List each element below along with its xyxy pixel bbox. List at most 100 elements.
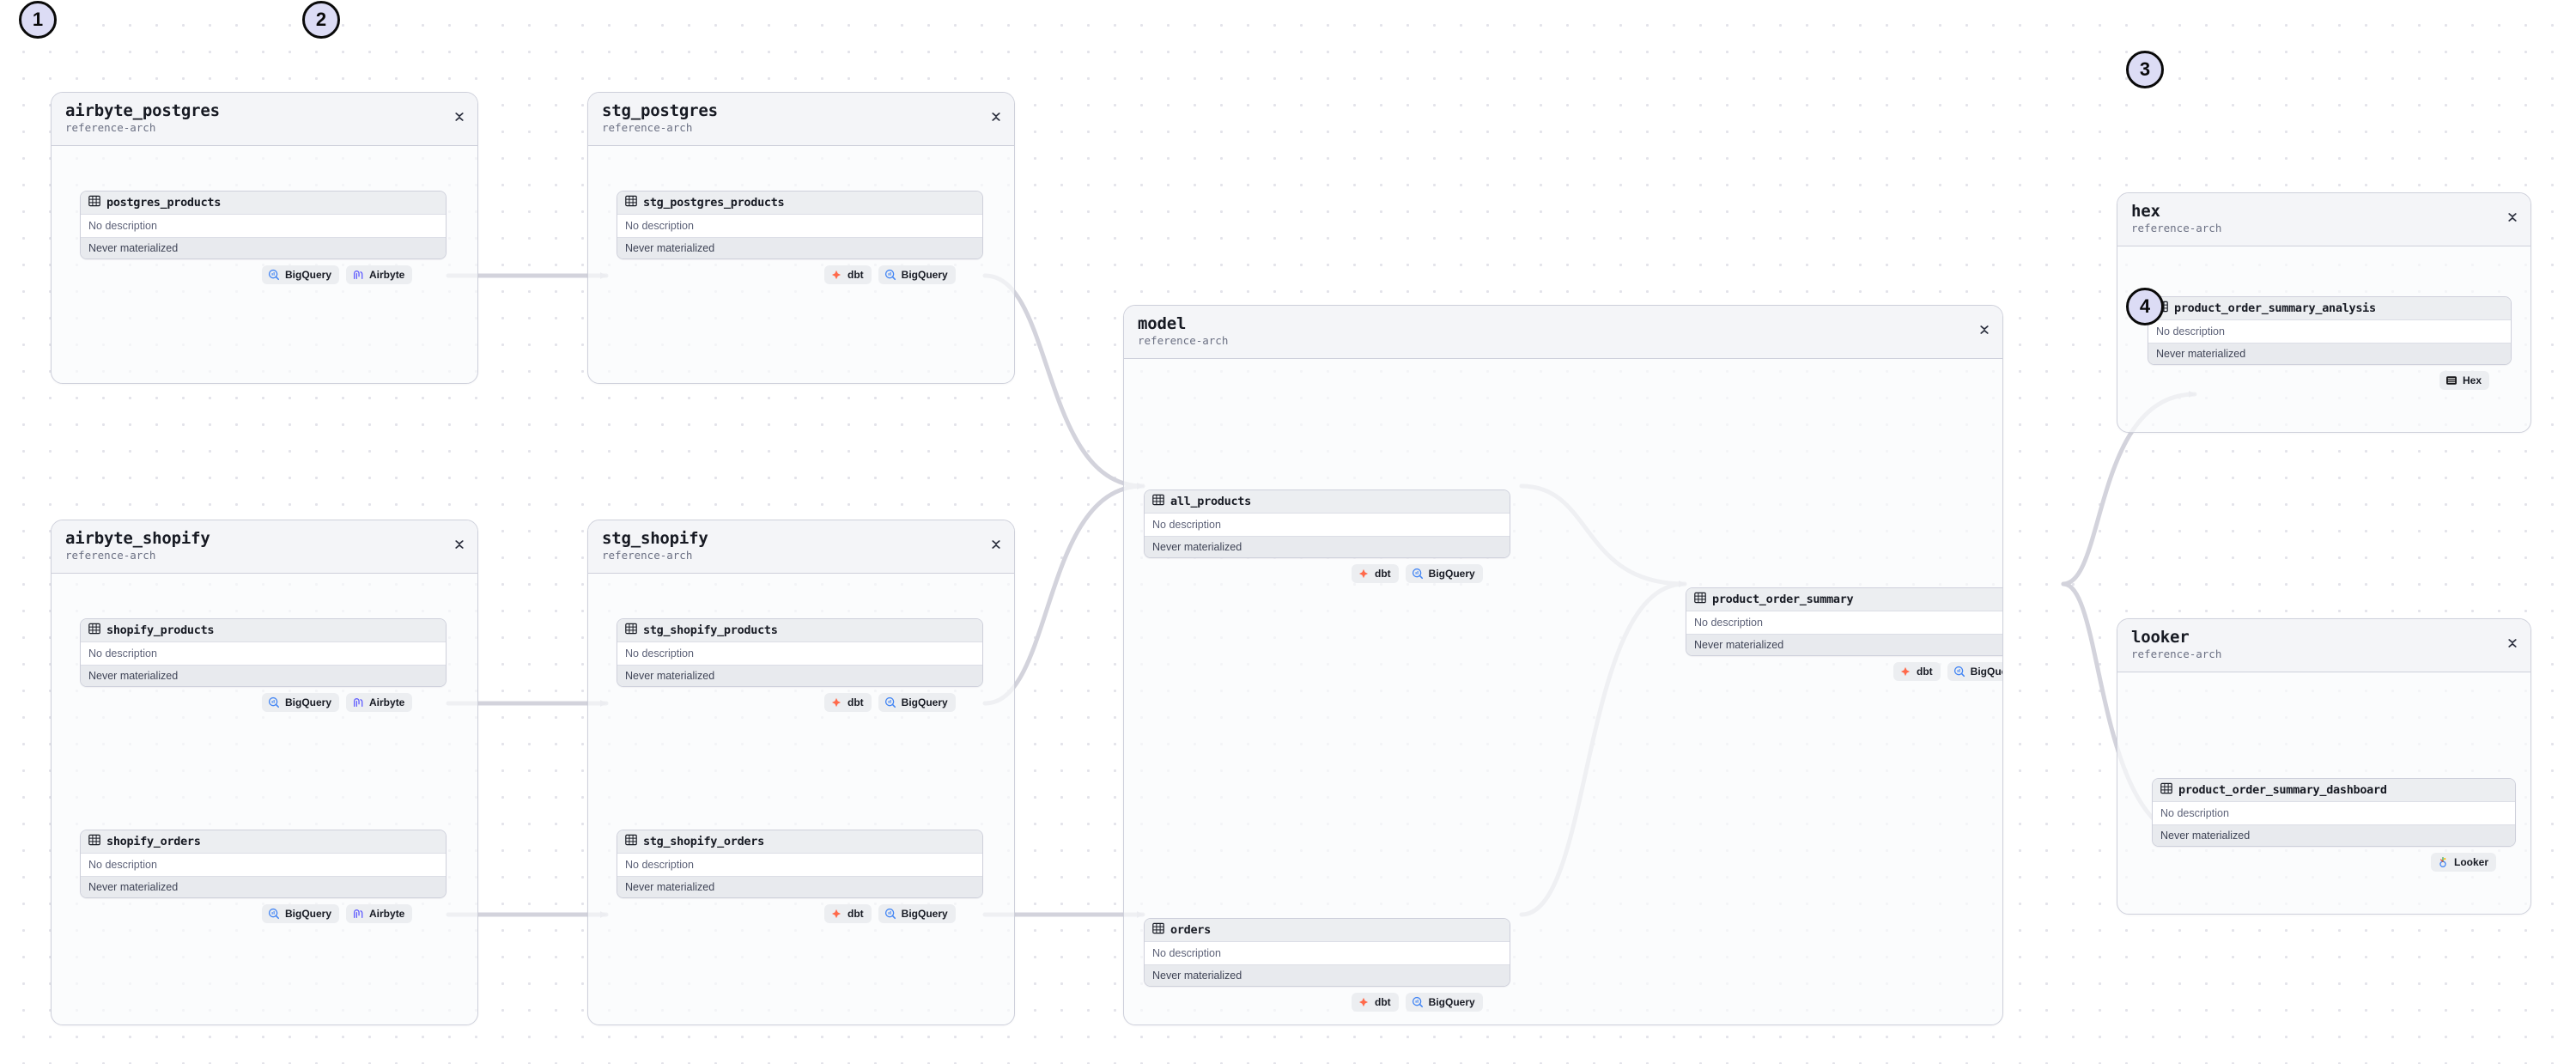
collapse-chevrons-icon[interactable] [990, 110, 1002, 124]
tag-label: BigQuery [901, 908, 948, 920]
tag-label: dbt [848, 908, 864, 920]
bigquery-icon [884, 908, 896, 920]
node-title-bar: shopify_orders [81, 830, 446, 854]
dbt-icon [830, 696, 842, 708]
asset-node-all-products[interactable]: all_products No description Never materi… [1144, 489, 1510, 558]
group-airbyte-shopify[interactable]: airbyte_shopify reference-arch shopify_p… [51, 520, 478, 1025]
node-name: product_order_summary_dashboard [2178, 783, 2387, 797]
node-description: No description [81, 642, 446, 665]
asset-node-product-order-summary-analysis[interactable]: product_order_summary_analysis No descri… [2148, 296, 2512, 365]
tag-hex[interactable]: Hex [2439, 371, 2490, 390]
table-grid-icon [2160, 782, 2172, 799]
group-looker[interactable]: looker reference-arch product_order_summ… [2117, 618, 2531, 915]
tag-airbyte[interactable]: Airbyte [346, 693, 413, 712]
tag-dbt[interactable]: dbt [1352, 993, 1399, 1012]
tag-bigquery[interactable]: BigQuery [262, 265, 340, 284]
node-materialization: Never materialized [81, 876, 446, 897]
tag-label: BigQuery [1428, 568, 1475, 580]
group-title: looker [2131, 628, 2190, 647]
asset-node-postgres-products[interactable]: postgres_products No description Never m… [80, 191, 447, 259]
node-materialization: Never materialized [81, 237, 446, 258]
tag-bigquery[interactable]: BigQuery [262, 904, 340, 923]
node-name: stg_postgres_products [643, 196, 785, 210]
tag-bigquery[interactable]: BigQuery [878, 904, 956, 923]
tag-airbyte[interactable]: Airbyte [346, 904, 413, 923]
table-grid-icon [88, 195, 100, 211]
tag-label: BigQuery [1428, 996, 1475, 1008]
node-name: stg_shopify_products [643, 623, 778, 637]
tag-bigquery[interactable]: BigQuery [262, 693, 340, 712]
tag-looker[interactable]: Looker [2431, 853, 2497, 872]
node-materialization: Never materialized [1145, 964, 1510, 986]
node-description: No description [1145, 942, 1510, 964]
bigquery-icon [1953, 666, 1965, 678]
tag-airbyte[interactable]: Airbyte [346, 265, 413, 284]
tag-bigquery[interactable]: BigQuery [1947, 662, 2002, 681]
group-header: airbyte_postgres reference-arch [52, 93, 477, 146]
node-tags: dbt BigQuery [1893, 662, 2002, 681]
bigquery-icon [1412, 568, 1424, 580]
tag-bigquery[interactable]: BigQuery [1405, 993, 1483, 1012]
node-title-bar: stg_postgres_products [617, 192, 982, 215]
node-description: No description [1686, 611, 2002, 634]
bigquery-icon [884, 269, 896, 281]
group-airbyte-postgres[interactable]: airbyte_postgres reference-arch postgres… [51, 92, 478, 384]
node-name: postgres_products [106, 196, 222, 210]
tag-bigquery[interactable]: BigQuery [878, 693, 956, 712]
node-materialization: Never materialized [2153, 824, 2515, 846]
tag-dbt[interactable]: dbt [824, 904, 872, 923]
table-grid-icon [625, 834, 637, 850]
tag-dbt[interactable]: dbt [1352, 564, 1399, 583]
group-subtitle: reference-arch [602, 549, 693, 562]
step-badge-2: 2 [302, 1, 340, 39]
node-tags: BigQuery Airbyte [262, 693, 413, 712]
dbt-icon [1899, 666, 1911, 678]
node-name: stg_shopify_orders [643, 835, 764, 848]
asset-node-shopify-orders[interactable]: shopify_orders No description Never mate… [80, 830, 447, 898]
group-header: looker reference-arch [2117, 619, 2530, 672]
table-grid-icon [1152, 922, 1164, 939]
group-subtitle: reference-arch [2131, 648, 2222, 660]
tag-bigquery[interactable]: BigQuery [878, 265, 956, 284]
group-subtitle: reference-arch [1138, 334, 1229, 347]
tag-label: Airbyte [369, 908, 405, 920]
dbt-icon [1358, 568, 1370, 580]
tag-bigquery[interactable]: BigQuery [1405, 564, 1483, 583]
group-model[interactable]: model reference-arch all_products No des… [1123, 305, 2003, 1025]
asset-node-stg-shopify-products[interactable]: stg_shopify_products No description Neve… [617, 618, 983, 687]
airbyte-icon [352, 908, 364, 920]
node-name: product_order_summary [1712, 593, 1854, 606]
tag-dbt[interactable]: dbt [824, 693, 872, 712]
asset-node-orders[interactable]: orders No description Never materialized [1144, 918, 1510, 987]
node-materialization: Never materialized [81, 665, 446, 686]
airbyte-icon [352, 696, 364, 708]
group-stg-shopify[interactable]: stg_shopify reference-arch stg_shopify_p… [587, 520, 1015, 1025]
tag-dbt[interactable]: dbt [824, 265, 872, 284]
tag-label: BigQuery [285, 269, 332, 281]
asset-node-product-order-summary[interactable]: product_order_summary No description Nev… [1686, 587, 2002, 656]
tag-label: Airbyte [369, 696, 405, 708]
collapse-chevrons-icon[interactable] [453, 538, 465, 551]
collapse-chevrons-icon[interactable] [1978, 323, 1990, 337]
asset-node-stg-shopify-orders[interactable]: stg_shopify_orders No description Never … [617, 830, 983, 898]
collapse-chevrons-icon[interactable] [453, 110, 465, 124]
collapse-chevrons-icon[interactable] [990, 538, 1002, 551]
collapse-chevrons-icon[interactable] [2506, 636, 2518, 650]
node-description: No description [617, 642, 982, 665]
group-subtitle: reference-arch [602, 121, 693, 134]
tag-label: BigQuery [901, 696, 948, 708]
node-tags: dbt BigQuery [824, 265, 956, 284]
collapse-chevrons-icon[interactable] [2506, 210, 2518, 224]
group-stg-postgres[interactable]: stg_postgres reference-arch stg_postgres… [587, 92, 1015, 384]
bigquery-icon [268, 269, 280, 281]
asset-node-stg-postgres-products[interactable]: stg_postgres_products No description Nev… [617, 191, 983, 259]
step-badge-3: 3 [2126, 51, 2164, 88]
node-title-bar: postgres_products [81, 192, 446, 215]
group-hex[interactable]: hex reference-arch product_order_summary… [2117, 192, 2531, 433]
tag-label: dbt [1375, 568, 1391, 580]
tag-dbt[interactable]: dbt [1893, 662, 1941, 681]
asset-node-shopify-products[interactable]: shopify_products No description Never ma… [80, 618, 447, 687]
asset-node-product-order-summary-dashboard[interactable]: product_order_summary_dashboard No descr… [2152, 778, 2516, 847]
group-header: airbyte_shopify reference-arch [52, 520, 477, 574]
